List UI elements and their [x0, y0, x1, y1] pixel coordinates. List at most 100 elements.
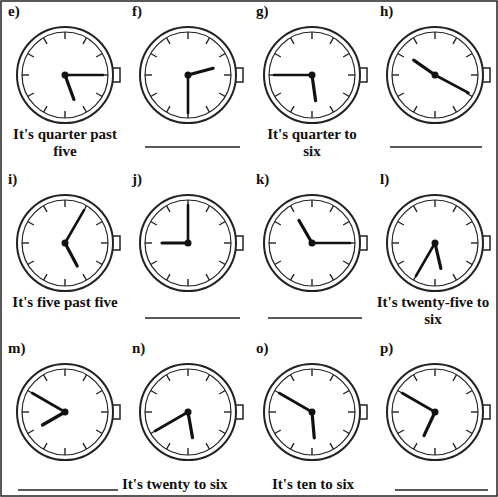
clock-dial [392, 32, 478, 118]
hour-tick [22, 74, 29, 75]
item-letter: n) [132, 340, 145, 357]
hour-tick [145, 411, 152, 412]
hour-tick [269, 242, 276, 243]
answer-blank [390, 146, 482, 147]
answer-caption: It's quarter past five [10, 126, 120, 160]
hour-tick [224, 74, 231, 75]
hour-hand [312, 412, 314, 438]
hour-tick [343, 54, 349, 58]
item-letter: h) [380, 3, 393, 20]
hour-hand [414, 60, 435, 75]
hour-tick [219, 222, 225, 226]
clock-face [17, 364, 120, 460]
answer-caption: It's quarter to six [257, 126, 367, 160]
hour-tick [275, 93, 281, 97]
minute-hand [187, 75, 190, 113]
hour-tick [453, 206, 457, 212]
hour-tick [206, 375, 210, 381]
hour-tick [151, 93, 157, 97]
hour-tick [167, 274, 171, 280]
hour-tick [398, 222, 404, 226]
hour-hand [188, 412, 193, 438]
hour-tick [151, 391, 157, 395]
hour-tick [466, 391, 472, 395]
clock-pivot [309, 72, 316, 79]
hour-tick [311, 111, 312, 118]
clock-rim [140, 195, 236, 291]
hour-tick [224, 411, 231, 412]
hour-tick [167, 38, 171, 44]
hour-tick [343, 391, 349, 395]
clock-rim [17, 364, 113, 460]
clock-face [264, 195, 367, 291]
hour-tick [64, 200, 65, 207]
hour-tick [453, 443, 457, 449]
hour-tick [96, 54, 102, 58]
minute-hand [279, 393, 312, 412]
hour-tick [219, 391, 225, 395]
clock-group [17, 27, 490, 460]
clock-pivot [309, 409, 316, 416]
clock-face [264, 27, 367, 123]
clock-pivot [185, 409, 192, 416]
clock-dial [145, 369, 231, 455]
hour-tick [398, 261, 404, 265]
hour-tick [311, 32, 312, 39]
hour-tick [44, 443, 48, 449]
hour-tick [206, 443, 210, 449]
hour-tick [414, 106, 418, 112]
hour-tick [291, 38, 295, 44]
clock-pivot [432, 409, 439, 416]
hour-tick [348, 74, 355, 75]
hour-tick [167, 106, 171, 112]
minute-hand [312, 242, 350, 245]
hour-tick [343, 93, 349, 97]
hour-tick [414, 38, 418, 44]
answer-caption: It's ten to six [272, 476, 354, 493]
clock-pivot [185, 72, 192, 79]
hour-hand [312, 75, 316, 101]
hour-tick [28, 222, 34, 226]
item-letter: f) [132, 3, 142, 20]
hour-tick [330, 106, 334, 112]
answer-caption: It's twenty-five to six [372, 294, 494, 328]
hour-tick [398, 54, 404, 58]
minute-hand [274, 74, 312, 77]
clock-pivot [432, 72, 439, 79]
hour-tick [187, 279, 188, 286]
hour-tick [398, 93, 404, 97]
hour-tick [219, 54, 225, 58]
item-letter: i) [8, 171, 17, 188]
hour-tick [311, 369, 312, 376]
clock-face [264, 364, 367, 460]
hour-tick [348, 411, 355, 412]
hour-tick [330, 38, 334, 44]
clock-rim [387, 27, 483, 123]
hour-hand [299, 220, 312, 243]
hour-tick [291, 206, 295, 212]
hour-tick [330, 206, 334, 212]
hour-tick [187, 32, 188, 39]
hour-tick [187, 448, 188, 455]
hour-tick [44, 206, 48, 212]
clock-dial [392, 369, 478, 455]
hour-tick [434, 200, 435, 207]
answer-blank [395, 489, 488, 490]
hour-tick [64, 369, 65, 376]
hour-tick [291, 375, 295, 381]
item-letter: p) [380, 340, 393, 357]
hour-tick [471, 242, 478, 243]
clock-face [387, 364, 490, 460]
item-letter: j) [132, 171, 142, 188]
hour-tick [466, 54, 472, 58]
hour-tick [453, 375, 457, 381]
clock-dial [145, 32, 231, 118]
clock-dial [145, 200, 231, 286]
clock-rim [264, 27, 360, 123]
minute-hand [435, 75, 469, 93]
hour-hand [65, 243, 77, 266]
hour-tick [434, 32, 435, 39]
clock-face [387, 195, 490, 291]
